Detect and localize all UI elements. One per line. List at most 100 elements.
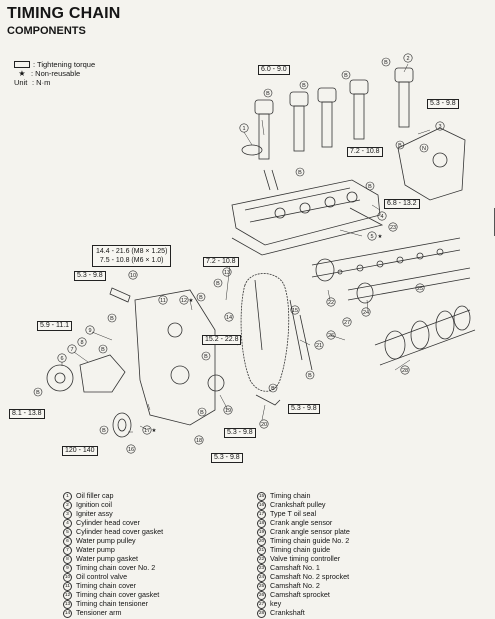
callout-3: 3 bbox=[435, 121, 445, 131]
svg-text:10: 10 bbox=[130, 273, 136, 279]
callout-25: 25 bbox=[415, 283, 425, 293]
svg-text:B: B bbox=[36, 390, 40, 396]
callout-2: 2 bbox=[403, 53, 413, 63]
diagram-callouts: 1 2 3 4 5 6 7 8 9 10 11 12 13 14 15 16 1… bbox=[57, 53, 445, 454]
b-marker: B bbox=[107, 313, 117, 323]
b-marker: B bbox=[99, 425, 109, 435]
svg-text:27: 27 bbox=[344, 320, 350, 326]
torque-spec-box: 6.0 - 9.0 bbox=[258, 65, 290, 75]
svg-text:B: B bbox=[344, 73, 348, 79]
svg-text:B: B bbox=[384, 60, 388, 66]
water-pump-drawing bbox=[79, 354, 126, 393]
torque-spec-m8: 14.4 - 21.6 (M8 × 1.25) bbox=[96, 248, 168, 255]
svg-text:13: 13 bbox=[224, 270, 230, 276]
svg-text:3: 3 bbox=[438, 124, 441, 130]
callout-21: 21 bbox=[314, 340, 324, 350]
svg-text:B: B bbox=[302, 83, 306, 89]
svg-text:21: 21 bbox=[316, 343, 322, 349]
torque-spec-box: 8.1 - 13.8 bbox=[9, 409, 45, 419]
b-marker: B bbox=[201, 351, 211, 361]
callout-8: 8 bbox=[77, 337, 87, 347]
b-marker: B bbox=[295, 167, 305, 177]
svg-text:19: 19 bbox=[225, 408, 231, 414]
callout-11: 11 bbox=[158, 295, 168, 305]
svg-text:B: B bbox=[110, 316, 114, 322]
callout-9: 9 bbox=[85, 325, 95, 335]
callout-18: 18 bbox=[194, 435, 204, 445]
callout-7: 7 bbox=[67, 344, 77, 354]
svg-text:B: B bbox=[199, 295, 203, 301]
svg-text:4: 4 bbox=[380, 214, 383, 220]
crankshaft-pulley-drawing bbox=[112, 412, 132, 438]
star-icon: ★ bbox=[18, 69, 26, 78]
b-marker: B bbox=[299, 80, 309, 90]
torque-spec-box: 5.3 - 9.8 bbox=[224, 428, 256, 438]
crankshaft-drawing bbox=[374, 305, 476, 366]
b-marker: B bbox=[33, 387, 43, 397]
svg-text:23: 23 bbox=[390, 225, 396, 231]
ignition-coil-drawing bbox=[254, 67, 414, 160]
callout-19: 19 bbox=[223, 405, 233, 415]
nonreusable-markers: ★ ★ ★ ★ bbox=[152, 233, 383, 434]
callout-27: 27 bbox=[342, 317, 352, 327]
n-marker: N bbox=[419, 143, 429, 153]
svg-text:6: 6 bbox=[60, 356, 63, 362]
svg-text:17: 17 bbox=[144, 428, 150, 434]
callout-26: 26 bbox=[326, 330, 336, 340]
water-pump-pulley-drawing bbox=[46, 364, 74, 392]
svg-text:25: 25 bbox=[417, 286, 423, 292]
igniter-drawing bbox=[397, 127, 466, 201]
svg-text:B: B bbox=[271, 386, 275, 392]
callout-23: 23 bbox=[388, 222, 398, 232]
legend-torque-row: : Tightening torque bbox=[14, 60, 95, 69]
svg-text:8: 8 bbox=[80, 340, 83, 346]
callout-1: 1 bbox=[239, 123, 249, 133]
svg-text:5: 5 bbox=[370, 234, 373, 240]
callout-12: 12 bbox=[179, 295, 189, 305]
svg-text:15: 15 bbox=[292, 308, 298, 314]
svg-text:9: 9 bbox=[88, 328, 91, 334]
page-title: TIMING CHAIN bbox=[7, 5, 121, 22]
svg-text:22: 22 bbox=[328, 300, 334, 306]
svg-text:24: 24 bbox=[363, 310, 369, 316]
callout-6: 6 bbox=[57, 353, 67, 363]
crank-angle-sensor-plate-drawing bbox=[207, 374, 225, 392]
b-marker: B bbox=[98, 344, 108, 354]
svg-text:12: 12 bbox=[181, 298, 187, 304]
bolt-markers: B B B B B N B B B B B B B B B B B B bbox=[33, 57, 429, 435]
torque-spec-box: 15.2 - 22.8 bbox=[202, 335, 242, 345]
torque-spec-box-dual: 14.4 - 21.6 (M8 × 1.25) 7.5 - 10.8 (M6 ×… bbox=[92, 245, 172, 267]
callout-10: 10 bbox=[128, 270, 138, 280]
torque-spec-box: 5.3 - 9.8 bbox=[74, 271, 106, 281]
page-subtitle: COMPONENTS bbox=[7, 25, 86, 37]
b-marker: B bbox=[263, 88, 273, 98]
callout-20: 20 bbox=[259, 419, 269, 429]
callout-28: 28 bbox=[400, 365, 410, 375]
svg-text:B: B bbox=[368, 184, 372, 190]
svg-text:20: 20 bbox=[261, 422, 267, 428]
svg-text:B: B bbox=[101, 347, 105, 353]
svg-text:11: 11 bbox=[160, 298, 166, 304]
torque-spec-box: 7.2 - 10.8 bbox=[347, 147, 383, 157]
b-marker: B bbox=[341, 70, 351, 80]
svg-text:2: 2 bbox=[406, 56, 409, 62]
timing-chain-cover-drawing bbox=[134, 289, 216, 426]
svg-text:26: 26 bbox=[328, 333, 334, 339]
